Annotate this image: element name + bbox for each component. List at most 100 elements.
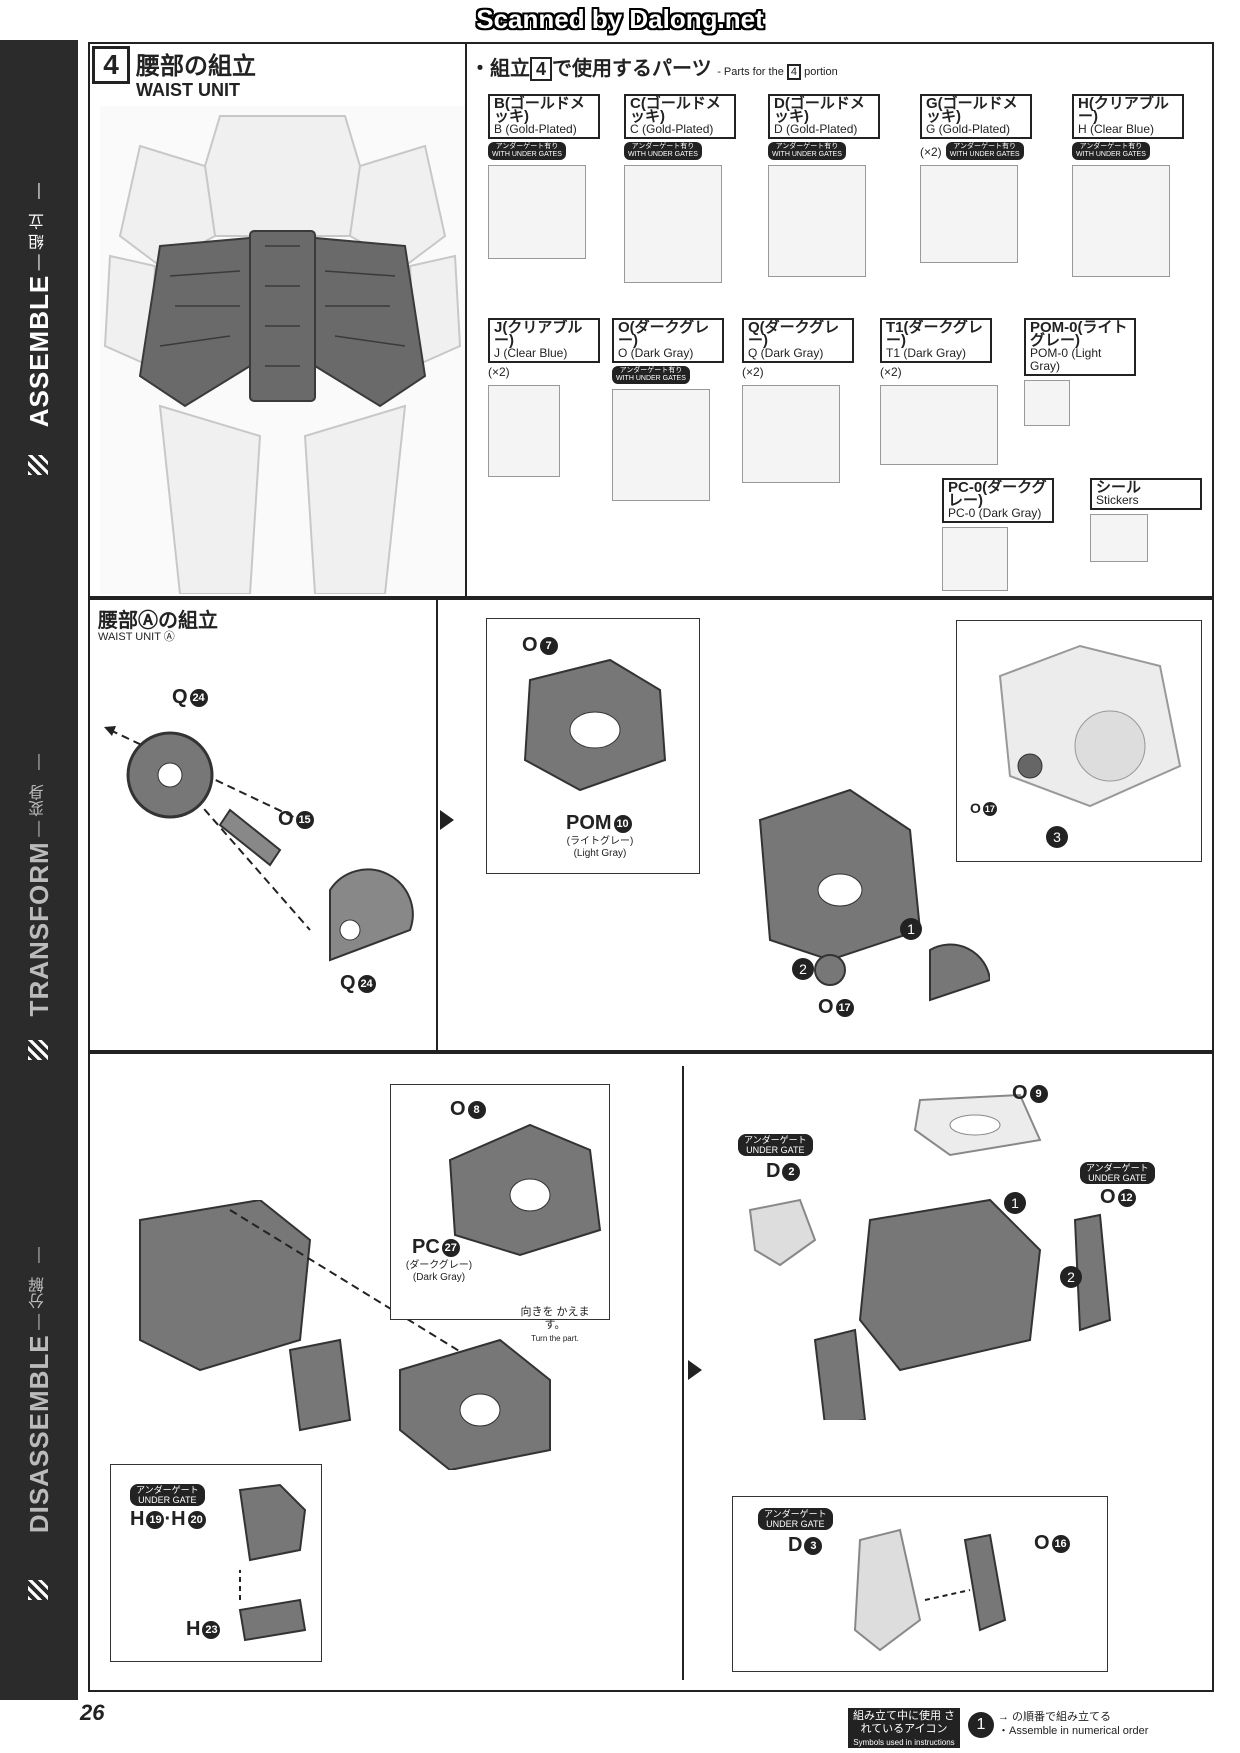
runner-sprue-icon <box>920 165 1018 263</box>
part-card: J(クリアブルー)J (Clear Blue) (×2) <box>488 318 600 477</box>
stripe-icon-assemble <box>28 455 48 490</box>
step-1-icon: 1 <box>898 918 922 940</box>
robot-waist-illustration <box>100 106 465 594</box>
parts-header-pre: ・組立 <box>470 58 530 80</box>
step-1-icon: 1 <box>1002 1192 1026 1214</box>
part-label-en: D (Gold-Plated) <box>774 122 858 136</box>
part-label: O(ダークグレー)O (Dark Gray) <box>612 318 724 363</box>
runner-sprue-icon <box>488 385 560 477</box>
frame-assembly-o7 <box>758 788 990 1002</box>
divider <box>465 42 467 598</box>
runner-sprue-icon <box>1072 165 1170 277</box>
part-label: J(クリアブルー)J (Clear Blue) <box>488 318 600 363</box>
legend-text: → の順番で組み立てる・Assemble in numerical order <box>998 1711 1149 1737</box>
runner-sprue-icon <box>612 389 710 501</box>
runner-sprue-icon <box>1024 380 1070 426</box>
part-label-en: G (Gold-Plated) <box>926 122 1011 136</box>
runner-sprue-icon <box>742 385 840 483</box>
part-label-jp: PC-0(ダークグレー) <box>948 479 1047 509</box>
section-b-frame <box>88 1052 1214 1692</box>
part-label-jp: Q(ダークグレー) <box>748 319 840 349</box>
part-label-en: C (Gold-Plated) <box>630 122 714 136</box>
d3-o16-diagram <box>853 1528 1007 1652</box>
part-label-jp: T1(ダークグレー) <box>886 319 983 349</box>
step-title-en: WAIST UNIT <box>136 80 240 100</box>
label-pc27-color: (ダークグレー)(Dark Gray) <box>405 1260 473 1283</box>
tab-disassemble-jp: 分解 <box>29 1277 47 1310</box>
part-label: Q(ダークグレー)Q (Dark Gray) <box>742 318 854 363</box>
runner-sprue-icon <box>488 165 586 259</box>
label-pom10-color: (ライトグレー)(Light Gray) <box>566 836 634 859</box>
turn-part-callout: 向きを かえます。Turn the part. <box>520 1306 590 1343</box>
runner-sprue-icon <box>880 385 998 465</box>
subassembly-right-diagram <box>748 1093 1112 1420</box>
part-label: POM-0(ライトグレー)POM-0 (Light Gray) <box>1024 318 1136 376</box>
tab-disassemble[interactable]: DISASSEMBLE — 分解 — <box>23 1246 54 1534</box>
section-a-title-jp: 腰部Ⓐの組立 <box>98 610 218 632</box>
part-card: T1(ダークグレー)T1 (Dark Gray) (×2) <box>880 318 998 465</box>
part-multiplier: (×2) <box>880 365 902 379</box>
frame-assembly-o17-detail <box>998 644 1182 808</box>
part-label: G(ゴールドメッキ)G (Gold-Plated) <box>920 94 1032 139</box>
tab-assemble-jp: 組 立 <box>29 213 47 250</box>
step-number: 4 <box>92 46 130 84</box>
step-2-icon: 2 <box>790 958 814 980</box>
runner-sprue-icon <box>768 165 866 277</box>
stripe-icon-disassemble <box>28 1580 48 1615</box>
step-2-icon: 2 <box>1058 1266 1082 1288</box>
tab-transform[interactable]: TRANSFORM — 変身 — <box>23 753 54 1017</box>
parts-header-en-pre: - Parts for the <box>717 66 784 78</box>
part-multiplier: (×2) <box>742 365 764 379</box>
runner-sprue-icon <box>942 527 1008 591</box>
step-title-jp: 腰部の組立 <box>136 53 256 80</box>
runner-sprue-icon <box>624 165 722 283</box>
section-a-frame <box>88 598 1214 1052</box>
part-card: PC-0(ダークグレー)PC-0 (Dark Gray) <box>942 478 1054 591</box>
part-multiplier: (×2) <box>488 365 510 379</box>
section-a-title-en: WAIST UNIT Ⓐ <box>98 631 175 643</box>
divider <box>682 1066 684 1680</box>
part-label-jp: POM-0(ライトグレー) <box>1030 319 1128 349</box>
tab-assemble[interactable]: ASSEMBLE — 組 立 — <box>23 182 54 428</box>
sidebar <box>0 40 78 1700</box>
part-label-jp: H(クリアブルー) <box>1078 95 1169 125</box>
part-multiplier: (×2) <box>920 145 942 159</box>
part-label-en: PC-0 (Dark Gray) <box>948 506 1042 520</box>
parts-header-en-box: 4 <box>786 64 802 80</box>
next-arrow-icon <box>440 810 454 830</box>
gear-assembly-diagram <box>104 726 414 962</box>
part-label-jp: C(ゴールドメッキ) <box>630 95 721 125</box>
part-label: B(ゴールドメッキ)B (Gold-Plated) <box>488 94 600 139</box>
part-label-en: T1 (Dark Gray) <box>886 346 967 360</box>
next-arrow-icon <box>688 1360 702 1380</box>
part-label-en: O (Dark Gray) <box>618 346 694 360</box>
